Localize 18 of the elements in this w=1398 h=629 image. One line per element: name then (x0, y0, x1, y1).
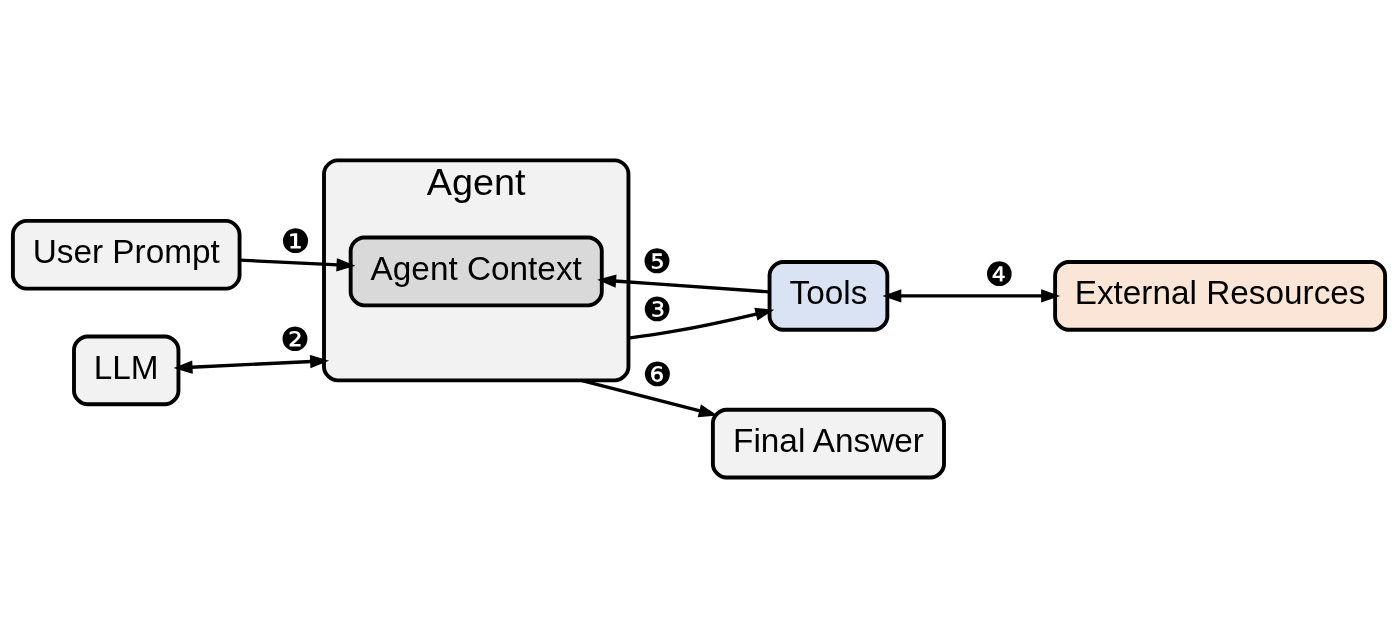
arrow (580, 378, 718, 418)
edge-label: ❶ (280, 221, 311, 261)
arrow (628, 307, 775, 340)
edge-label: ❺ (642, 241, 673, 281)
edge-label: ❷ (280, 320, 311, 360)
edge-label: ❹ (984, 254, 1015, 294)
edge-label: ❻ (642, 354, 673, 394)
node-box: User Prompt (10, 218, 242, 291)
node-box: Agent Context (348, 235, 604, 308)
node-box: Tools (767, 260, 890, 332)
node-box: External Resources (1053, 260, 1388, 332)
arrow (597, 274, 770, 294)
node-box: LLM (72, 334, 181, 407)
arrow (239, 258, 356, 272)
edge-label: ❸ (642, 290, 673, 330)
arrow (882, 289, 1061, 303)
arrow (173, 354, 330, 374)
node-box: Final Answer (710, 407, 946, 480)
